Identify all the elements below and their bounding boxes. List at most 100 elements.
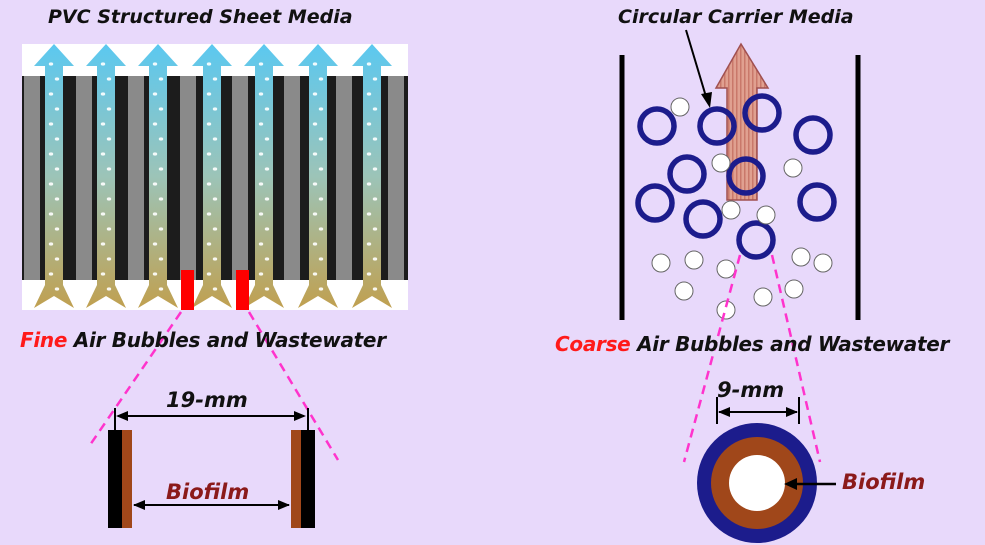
fine-bubble: [212, 227, 218, 231]
fine-bubble: [366, 152, 372, 156]
fine-bubble: [372, 287, 378, 291]
fine-bubble: [152, 242, 158, 246]
fine-bubble: [264, 137, 270, 141]
coarse-bubble-0: [670, 97, 690, 117]
fine-bubble: [54, 167, 60, 171]
carrier-ring-4: [667, 154, 707, 194]
fine-bubble: [100, 92, 106, 96]
bubble-arrow-6: [352, 44, 392, 308]
dimension-19mm-label: 19-mm: [166, 388, 248, 412]
fine-bubble: [264, 167, 270, 171]
fine-bubble: [106, 257, 112, 261]
title-pointer-line: [685, 29, 708, 101]
carrier-ring-9: [736, 220, 776, 260]
coarse-label: Coarse: [555, 332, 631, 356]
fine-bubble: [312, 62, 318, 66]
fine-bubble: [54, 137, 60, 141]
guide-line-right-b: [770, 254, 822, 463]
fine-bubble: [372, 107, 378, 111]
fine-bubble: [158, 197, 164, 201]
bubble-arrow-3: [192, 44, 232, 308]
fine-bubble: [100, 62, 106, 66]
fine-bubble: [212, 107, 218, 111]
fine-bubble: [258, 152, 264, 156]
fine-bubble: [366, 92, 372, 96]
fine-bubble: [258, 122, 264, 126]
fine-bubble: [318, 167, 324, 171]
coarse-bubbles: [651, 97, 833, 320]
fine-label: Fine: [20, 328, 68, 352]
fine-bubble: [158, 287, 164, 291]
guide-line-right-a: [682, 254, 742, 463]
fine-bubble: [264, 257, 270, 261]
coarse-bubble-6: [684, 250, 704, 270]
bubble-arrow-5: [298, 44, 338, 308]
fine-bubble: [372, 227, 378, 231]
coarse-bubble-9: [813, 253, 833, 273]
fine-bubble: [312, 152, 318, 156]
fine-bubble: [318, 227, 324, 231]
carrier-ring-1: [697, 106, 737, 146]
fine-bubble: [158, 227, 164, 231]
fine-bubble: [48, 212, 54, 216]
fine-bubble: [318, 137, 324, 141]
bubble-arrow-2: [138, 44, 178, 308]
fine-bubble: [212, 257, 218, 261]
fine-bubble: [48, 152, 54, 156]
fine-bubble: [100, 182, 106, 186]
pvc-sheet-5: [284, 76, 300, 280]
arrow-shape: [244, 44, 284, 308]
coarse-bubble-12: [784, 279, 804, 299]
fine-bubble: [318, 287, 324, 291]
bubble-arrows: [34, 44, 392, 308]
fine-bubble: [206, 62, 212, 66]
fine-bubble: [258, 182, 264, 186]
right-caption: Coarse Air Bubbles and Wastewater: [555, 332, 949, 356]
coarse-bubble-10: [674, 281, 694, 301]
pvc-sheet-0: [24, 76, 40, 280]
fine-bubble: [54, 197, 60, 201]
pvc-sheet-4: [232, 76, 248, 280]
dimension-9mm-label: 9-mm: [717, 378, 785, 402]
fine-bubble: [48, 62, 54, 66]
fine-bubble: [48, 242, 54, 246]
fine-bubble: [152, 212, 158, 216]
fine-bubble: [54, 107, 60, 111]
fine-bubble: [152, 182, 158, 186]
pvc-sheet-3: [180, 76, 196, 280]
fine-bubble: [48, 182, 54, 186]
carrier-ring-6: [635, 183, 675, 223]
fine-bubble: [106, 227, 112, 231]
carrier-ring-5: [726, 156, 766, 196]
coarse-bubble-3: [721, 200, 741, 220]
fine-bubble: [258, 212, 264, 216]
sheet-highlight-right: [236, 270, 249, 310]
fine-bubble: [372, 257, 378, 261]
fine-bubble: [48, 92, 54, 96]
coarse-bubble-11: [753, 287, 773, 307]
coarse-bubble-8: [791, 247, 811, 267]
fine-bubble: [212, 287, 218, 291]
fine-bubble: [366, 272, 372, 276]
carrier-ring-3: [793, 115, 833, 155]
coarse-bubble-2: [783, 158, 803, 178]
carrier-rings: [635, 93, 837, 260]
fine-bubble: [54, 257, 60, 261]
fine-bubble: [264, 77, 270, 81]
right-caption-rest: Air Bubbles and Wastewater: [630, 332, 950, 356]
fine-bubble: [100, 242, 106, 246]
arrow-shape: [298, 44, 338, 308]
left-caption: Fine Air Bubbles and Wastewater: [20, 328, 386, 352]
fine-bubble: [372, 197, 378, 201]
fine-bubble: [100, 212, 106, 216]
fine-bubble: [206, 92, 212, 96]
arrow-shape: [138, 44, 178, 308]
left-biofilm-label: Biofilm: [166, 480, 250, 504]
fine-bubble: [152, 152, 158, 156]
coarse-bubble-1: [711, 153, 731, 173]
right-biofilm-label: Biofilm: [842, 470, 926, 494]
fine-bubble: [152, 272, 158, 276]
guide-line-left-a: [88, 311, 183, 446]
fine-bubble: [258, 272, 264, 276]
